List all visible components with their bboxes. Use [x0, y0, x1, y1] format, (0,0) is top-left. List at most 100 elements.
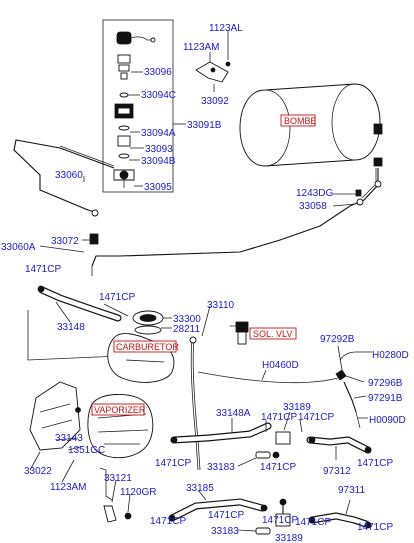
part-label-1123am-top: 1123AM	[183, 42, 220, 53]
valve-assembly-group	[102, 19, 186, 193]
leader-33060a	[39, 245, 85, 253]
part-label-97291b: 97291B	[368, 393, 403, 404]
fuel-line-group	[13, 139, 382, 276]
part-label-33060a: 33060A	[1, 242, 36, 253]
part-label-1471cp-c: 1471CP	[261, 412, 297, 423]
part-label-33093: 33093	[145, 144, 173, 155]
vacuum-parts-group	[335, 345, 372, 429]
leader-33058	[332, 203, 357, 207]
label-box-bombe	[280, 114, 316, 127]
tjoint-33189-a-body	[275, 431, 291, 445]
part-label-33092: 33092	[201, 96, 229, 107]
bracket-bolt	[210, 67, 216, 73]
part-label-1123al: 1123AL	[209, 23, 243, 34]
part-label-33094b: 33094B	[141, 156, 176, 167]
leader-33110	[201, 305, 211, 337]
part-label-33189-b: 33189	[275, 533, 303, 543]
fuel-line-33060a-shadow	[361, 168, 377, 199]
part-label-33060: 33060	[55, 170, 83, 181]
hose-33148-inner	[39, 287, 121, 321]
fuel-line-33060-shadow	[59, 145, 115, 167]
part-label-28211: 28211	[173, 324, 201, 335]
valve-pin-part	[120, 72, 128, 80]
bolt-1243dg-part	[355, 189, 362, 197]
part-label-33058: 33058	[299, 201, 327, 212]
filter-element-part	[117, 135, 131, 147]
part-label-33183-b: 33183	[211, 526, 239, 537]
clamp-1471cp-i	[260, 504, 268, 512]
part-label-33148: 33148	[57, 322, 85, 333]
bolt-1120gr-part	[124, 512, 132, 520]
part-label-33121: 33121	[104, 473, 132, 484]
mixer-33300-throat	[139, 314, 157, 322]
leader-97296b	[345, 375, 365, 383]
gasket-28211-part	[134, 325, 162, 335]
label-box-carburetor	[113, 340, 177, 353]
part-label-1471cp-h: 1471CP	[150, 516, 186, 527]
leader-33183-a	[237, 457, 257, 467]
part-label-1471cp-l: 1471CP	[357, 522, 393, 533]
lower-hoses-group	[168, 411, 372, 535]
wire-connector-part	[150, 37, 156, 43]
clamp-1471cp-f	[272, 451, 280, 459]
bolt-1123al-part	[225, 61, 231, 67]
part-label-1471cp-b: 1471CP	[99, 292, 135, 303]
part-label-1471cp-e: 1471CP	[155, 458, 191, 469]
part-label-33095: 33095	[144, 182, 172, 193]
part-label-33094c: 33094C	[141, 90, 176, 101]
clamp-1471cp-j	[308, 516, 316, 524]
lpg-tank-end-seam	[264, 89, 291, 167]
sol-valve-stem	[237, 331, 247, 345]
leader-33022	[29, 451, 41, 471]
leader-97291b	[353, 395, 367, 399]
part-label-33022: 33022	[24, 466, 52, 477]
tank-outlet-fitting	[373, 157, 383, 167]
part-label-33185: 33185	[186, 483, 214, 494]
bracket-33022-detail	[39, 403, 73, 429]
leader-97311	[345, 499, 351, 515]
o-ring-33094a-part	[118, 125, 130, 131]
sol-valve-body	[235, 321, 249, 333]
part-label-97312: 97312	[323, 466, 351, 477]
hose-97311-inner	[309, 513, 369, 527]
valve-plunger-part	[118, 64, 130, 72]
leader-33121	[111, 479, 117, 503]
part-label-33091b: 33091B	[187, 120, 222, 131]
hose-33185-inner	[169, 499, 265, 521]
leader-33148	[55, 301, 71, 323]
leader-1351gc	[67, 445, 85, 451]
vacuum-line-h0090d	[355, 411, 361, 429]
clamp-1471cp-g	[364, 446, 372, 454]
part-label-1351gc: 1351GC	[68, 445, 105, 456]
bracket-33121-part	[103, 505, 117, 523]
o-ring-33094b-part	[118, 153, 130, 159]
part-label-1123am-bot: 1123AM	[50, 482, 87, 493]
hose-97312-inner	[307, 437, 371, 453]
tank-valve-fitting	[373, 123, 383, 135]
vaporizer-mount-leg	[99, 467, 113, 501]
boxed-label-vaporizer: VAPORIZER	[94, 405, 146, 415]
fitting-33072-part	[89, 233, 99, 245]
carburetor-group: CARBURETOR	[27, 285, 179, 383]
leader-33143	[55, 437, 79, 441]
part-label-1471cp-j: 1471CP	[262, 515, 298, 526]
part-label-33148a: 33148A	[216, 408, 251, 419]
fuel-line-33060-fitting	[91, 209, 99, 217]
o-ring-33094c-part	[119, 92, 129, 98]
bolt-33143-part	[75, 407, 81, 413]
valve-wire	[130, 36, 151, 41]
leader-33185	[197, 489, 207, 501]
part-label-97296b: 97296B	[368, 378, 403, 389]
part-label-33143: 33143	[55, 433, 83, 444]
leader-1120gr	[127, 493, 131, 513]
vacuum-line-h0280d	[339, 351, 357, 361]
valve-cap-part	[116, 31, 132, 45]
part-label-h0460d: H0460D	[262, 360, 299, 371]
part-label-1243dg: 1243DG	[296, 188, 333, 199]
part-label-1471cp-f: 1471CP	[260, 462, 296, 473]
part-label-1471cp-k: 1471CP	[295, 517, 331, 528]
boxed-label-sol-vlv: SOL. VLV	[253, 329, 292, 339]
part-label-97311: 97311	[338, 485, 366, 496]
vaporizer-group: VAPORIZER	[29, 381, 154, 523]
part-label-33096: 33096	[144, 67, 172, 78]
